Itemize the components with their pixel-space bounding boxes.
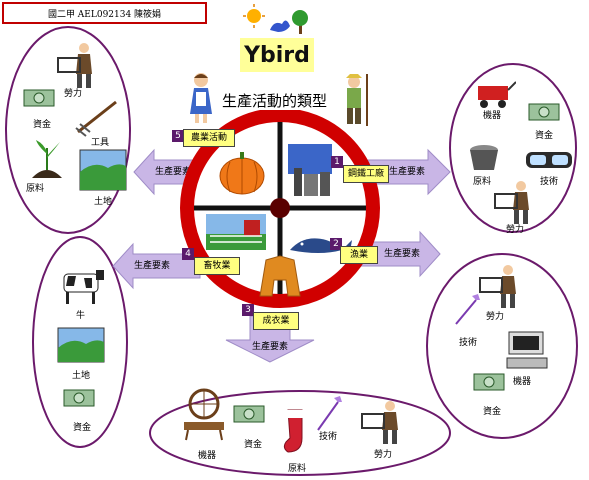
tl-land-label: 土地: [94, 197, 113, 207]
b-machine-label: 機器: [198, 451, 217, 461]
activity-3-label: 成衣業: [253, 312, 299, 330]
activity-4-number: 4: [182, 248, 194, 260]
activity-5-label: 農業活動: [183, 129, 235, 147]
worker-icon: [361, 401, 398, 444]
activity-4-label: 畜牧業: [194, 257, 240, 275]
tree-icon: [292, 10, 308, 26]
stocking-raw-material-icon: [283, 409, 304, 453]
computer-machine-icon: [506, 331, 548, 369]
tl-tools-label: 工具: [91, 138, 110, 148]
tree-trunk-icon: [299, 22, 302, 34]
logo: Ybird: [240, 38, 314, 72]
jacket-icon: [259, 255, 301, 297]
seedling-soil-icon: [32, 140, 62, 178]
money-icon: [63, 389, 95, 407]
arrow-4-label: 生產要素: [134, 261, 171, 271]
rake-tool-icon: [75, 100, 117, 137]
cow-icon: [63, 270, 104, 304]
arrow-3-label: 生產要素: [252, 342, 289, 352]
mr-tech-label: 技術: [459, 338, 478, 348]
tr-labor-label: 勞力: [506, 225, 525, 235]
sun-icon: [247, 9, 261, 23]
tl-labor-label: 勞力: [64, 89, 83, 99]
spinning-wheel-machine-icon: [184, 388, 224, 441]
money-icon: [23, 89, 55, 107]
production-wheel: [180, 110, 380, 308]
ml-land-label: 土地: [72, 371, 91, 381]
tr-raw-label: 原料: [473, 177, 492, 187]
girl-figure-icon: [190, 73, 212, 123]
pot-raw-material-icon: [470, 145, 498, 170]
ellipse-mid-left: [32, 236, 128, 448]
ellipse-bottom: [149, 390, 451, 476]
tr-tech-label: 技術: [540, 177, 559, 187]
worker-icon: [479, 265, 516, 308]
land-icon: [79, 149, 127, 191]
tr-machine-label: 機器: [483, 111, 502, 121]
worker-icon: [494, 181, 529, 224]
ml-capital-label: 資金: [73, 423, 92, 433]
farmer-figure-icon: [346, 74, 368, 126]
header-text: 國二甲 AEL092134 陳筱娟: [47, 9, 162, 20]
page-title: 生產活動的類型: [222, 92, 328, 110]
magic-wand-icon: [317, 396, 342, 431]
wagon-machine-icon: [478, 81, 516, 108]
money-icon: [233, 405, 265, 423]
activity-3-number: 3: [242, 304, 254, 316]
header-name-box: 國二甲 AEL092134 陳筱娟: [2, 2, 207, 24]
ellipse-top-right: [449, 63, 577, 233]
arrow-1-label: 生產要素: [389, 167, 426, 177]
ml-cow-label: 牛: [76, 311, 86, 321]
ellipse-mid-right: [426, 253, 578, 439]
b-labor-label: 勞力: [374, 450, 393, 460]
mr-labor-label: 勞力: [486, 312, 505, 322]
b-capital-label: 資金: [244, 440, 263, 450]
money-icon: [528, 103, 560, 121]
magic-wand-icon: [455, 294, 480, 325]
b-raw-label: 原料: [288, 464, 307, 474]
mr-capital-label: 資金: [483, 407, 502, 417]
bird-icon: [270, 20, 290, 32]
worker-icon: [57, 43, 92, 88]
activity-5-number: 5: [172, 130, 184, 142]
tl-capital-label: 資金: [33, 120, 52, 130]
pumpkin-icon: [219, 152, 265, 195]
goggles-tech-icon: [526, 152, 572, 168]
ellipse-top-left: [5, 26, 131, 234]
land-icon: [57, 327, 105, 363]
arrow-5-label: 生產要素: [155, 167, 192, 177]
factory-icon: [288, 136, 332, 196]
money-icon: [473, 373, 505, 391]
logo-text: Ybird: [244, 42, 310, 68]
logo-illustration: [243, 4, 308, 34]
tr-capital-label: 資金: [535, 131, 554, 141]
wheel-hub: [270, 198, 290, 218]
mr-machine-label: 機器: [513, 377, 532, 387]
b-tech-label: 技術: [319, 432, 338, 442]
activity-1-number: 1: [331, 156, 343, 168]
sun-rays-icon: [243, 4, 265, 28]
activity-1-label: 鋼鐵工廠: [343, 165, 389, 183]
arrow-2-label: 生產要素: [384, 249, 421, 259]
activity-2-label: 漁業: [340, 246, 378, 264]
ranch-icon: [206, 214, 266, 250]
activity-2-number: 2: [330, 238, 342, 250]
tl-raw-label: 原料: [26, 184, 45, 194]
